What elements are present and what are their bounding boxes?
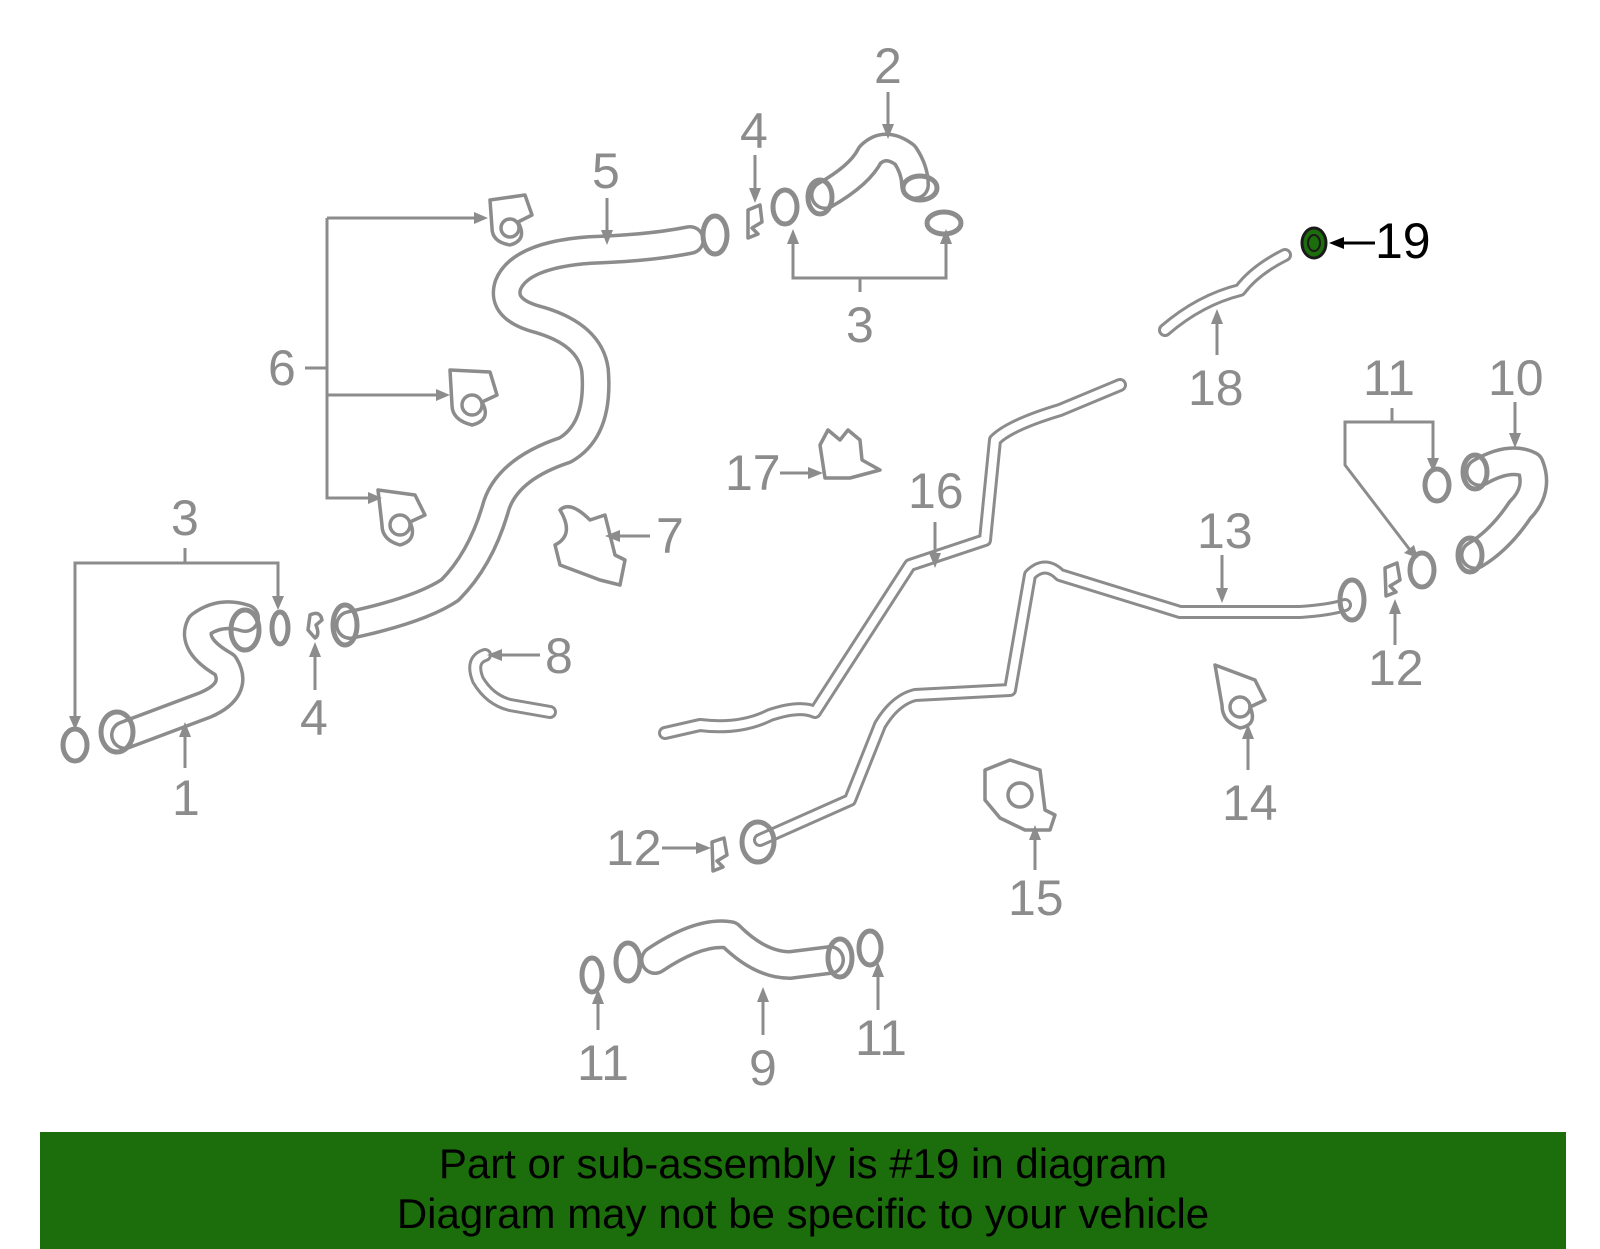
part-5-hose[interactable]	[330, 213, 730, 648]
callout-13[interactable]: 13	[1197, 503, 1253, 559]
part-4-clip-left[interactable]	[306, 611, 324, 640]
callout-4-top[interactable]: 4	[740, 103, 768, 159]
callout-11-right[interactable]: 11	[1363, 350, 1415, 406]
part-19-highlighted[interactable]	[1300, 226, 1328, 260]
callout-14[interactable]: 14	[1222, 775, 1278, 831]
part-11-oring-lower[interactable]	[579, 928, 884, 995]
callout-12-right[interactable]: 12	[1368, 640, 1424, 696]
callout-18[interactable]: 18	[1188, 360, 1244, 416]
banner-line-part: Part or sub-assembly is #19 in diagram	[438, 1140, 1168, 1187]
callout-3-left[interactable]: 3	[171, 490, 199, 546]
callout-11-lower-right[interactable]: 11	[855, 1010, 907, 1066]
callout-11-lower-left[interactable]: 11	[577, 1035, 629, 1091]
callout-15[interactable]: 15	[1008, 870, 1064, 926]
part-3-oring-left[interactable]	[60, 609, 291, 764]
callout-4-left[interactable]: 4	[300, 690, 328, 746]
callout-9[interactable]: 9	[749, 1040, 777, 1096]
part-15-housing[interactable]	[983, 758, 1057, 832]
callout-7[interactable]: 7	[656, 508, 684, 564]
part-9-hose[interactable]	[613, 919, 855, 984]
part-6-clamp-b[interactable]	[448, 368, 499, 427]
callout-3-top[interactable]: 3	[846, 297, 874, 353]
callout-2[interactable]: 2	[874, 38, 902, 94]
part-6-clamp-c[interactable]	[376, 488, 427, 547]
part-13-hose[interactable]	[739, 560, 1367, 865]
part-10-hose[interactable]	[1455, 446, 1549, 575]
part-7-bracket[interactable]	[553, 504, 627, 587]
leader-lines	[69, 92, 1521, 1035]
part-12-clip-lower[interactable]	[710, 836, 729, 873]
part-11-oring-right[interactable]	[1407, 466, 1452, 590]
callout-5[interactable]: 5	[592, 143, 620, 199]
part-8-line[interactable]	[468, 648, 557, 719]
callout-1[interactable]: 1	[172, 770, 200, 826]
callout-12-lower[interactable]: 12	[606, 820, 662, 876]
part-14-clamp[interactable]	[1213, 663, 1267, 730]
part-17-bracket[interactable]	[818, 428, 882, 480]
part-4-clip-top[interactable]	[746, 203, 764, 240]
part-18-hose[interactable]	[1158, 248, 1292, 337]
part-16-tube[interactable]	[658, 378, 1127, 740]
part-12-clip-right[interactable]	[1383, 561, 1402, 598]
banner-line-disclaimer: Diagram may not be specific to your vehi…	[396, 1190, 1210, 1237]
part-2-hose[interactable]	[805, 132, 940, 217]
callout-8[interactable]: 8	[545, 628, 573, 684]
leader-19-highlighted	[1329, 237, 1375, 249]
callout-16[interactable]: 16	[908, 463, 964, 519]
callout-19[interactable]: 19	[1375, 213, 1431, 269]
part-6-clamp-a[interactable]	[488, 193, 534, 247]
info-banner: Part or sub-assembly is #19 in diagram D…	[40, 1132, 1566, 1249]
part-1-hose[interactable]	[98, 600, 262, 755]
callout-10[interactable]: 10	[1488, 350, 1544, 406]
callout-labels: 1 2 3 3 4 4 5 6 7 8 9 10 11 11 11 12 12 …	[171, 38, 1544, 1096]
callout-6[interactable]: 6	[268, 340, 296, 396]
callout-17[interactable]: 17	[725, 445, 781, 501]
